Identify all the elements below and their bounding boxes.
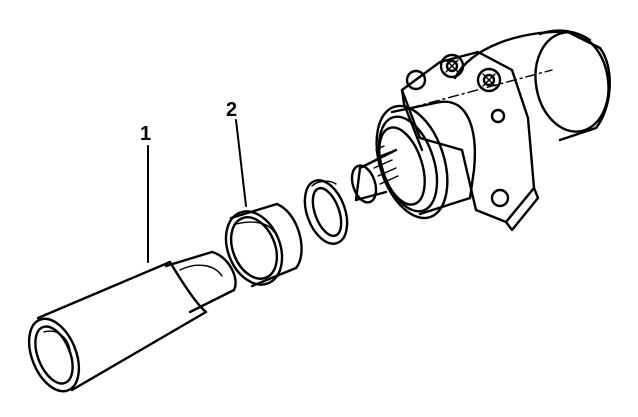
- installer-tool-icon: [27, 250, 237, 393]
- leader-line-2: [235, 119, 247, 207]
- callout-item-2: 2: [226, 99, 238, 121]
- hydraulic-motor-icon: [350, 29, 611, 232]
- seal-ring-icon: [303, 179, 349, 245]
- callout-item-1: 1: [140, 123, 152, 145]
- bushing-sleeve-icon: [224, 202, 303, 288]
